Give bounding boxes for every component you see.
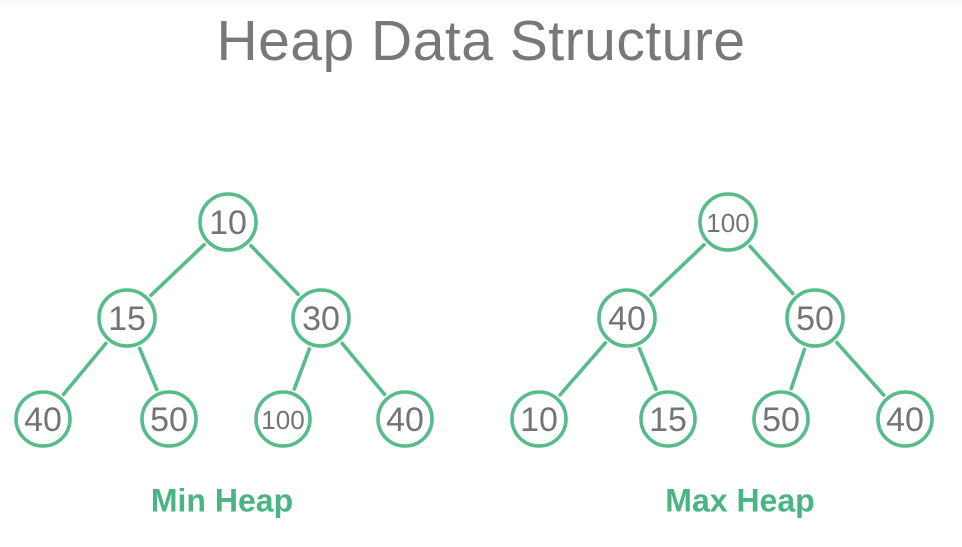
min-heap-node: 100 <box>254 390 312 448</box>
max-heap-node: 10 <box>510 390 568 448</box>
max-heap-label: Max Heap <box>665 482 815 519</box>
min-heap-node-circle <box>376 390 434 448</box>
max-heap-node: 50 <box>752 390 810 448</box>
max-heap-node: 15 <box>639 390 697 448</box>
min-heap-node-circle <box>97 288 157 348</box>
min-heap-node-value: 40 <box>386 401 424 439</box>
min-heap-node-circle <box>198 192 258 252</box>
min-heap-edge <box>61 341 108 397</box>
min-heap-edge <box>292 347 312 391</box>
max-heap-edge <box>558 341 608 397</box>
min-heap-node: 40 <box>14 390 72 448</box>
max-heap-node: 40 <box>597 288 657 348</box>
min-heap-edge <box>137 346 159 392</box>
max-heap-node-value: 15 <box>649 401 687 439</box>
min-heap-node: 10 <box>198 192 258 252</box>
max-heap-node-circle <box>698 192 758 252</box>
max-heap-edge <box>649 242 706 298</box>
max-heap-node-circle <box>752 390 810 448</box>
min-heap-edge <box>149 242 206 298</box>
min-heap-node-value: 15 <box>108 300 146 338</box>
max-heap-edge <box>789 347 807 391</box>
min-heap-node-circle <box>14 390 72 448</box>
max-heap-node-value: 50 <box>762 401 800 439</box>
top-edge-strip <box>0 0 962 4</box>
page-title: Heap Data Structure <box>216 9 746 73</box>
min-heap-edge <box>249 243 300 297</box>
max-heap-edge <box>637 346 658 392</box>
min-heap-node-value: 30 <box>302 300 340 338</box>
max-heap-node-value: 100 <box>706 208 749 238</box>
max-heap-node-circle <box>510 390 568 448</box>
min-heap-node: 30 <box>291 288 351 348</box>
max-heap-node-value: 10 <box>520 401 558 439</box>
min-heap-node: 50 <box>140 390 198 448</box>
max-heap-node-circle <box>876 390 934 448</box>
max-heap-node-circle <box>639 390 697 448</box>
min-heap-node-value: 50 <box>150 401 188 439</box>
max-heap-node: 100 <box>698 192 758 252</box>
max-heap-node-value: 40 <box>608 300 646 338</box>
min-heap-label: Min Heap <box>150 482 294 519</box>
max-heap-node-value: 50 <box>796 300 834 338</box>
min-heap-node-value: 10 <box>209 204 247 242</box>
min-heap-node: 40 <box>376 390 434 448</box>
max-heap-node-circle <box>597 288 657 348</box>
max-heap-edge <box>748 244 795 296</box>
min-heap-node-circle <box>254 390 312 448</box>
min-heap-node: 15 <box>97 288 157 348</box>
max-heap-node-circle <box>785 288 845 348</box>
max-heap-node-value: 40 <box>886 401 924 439</box>
min-heap-node-value: 40 <box>24 401 62 439</box>
min-heap-node-value: 100 <box>261 405 304 435</box>
max-heap-node: 50 <box>785 288 845 348</box>
min-heap-edge <box>340 341 387 397</box>
max-heap-edge <box>835 340 886 397</box>
max-heap-node: 40 <box>876 390 934 448</box>
min-heap-node-circle <box>291 288 351 348</box>
min-heap-node-circle <box>140 390 198 448</box>
